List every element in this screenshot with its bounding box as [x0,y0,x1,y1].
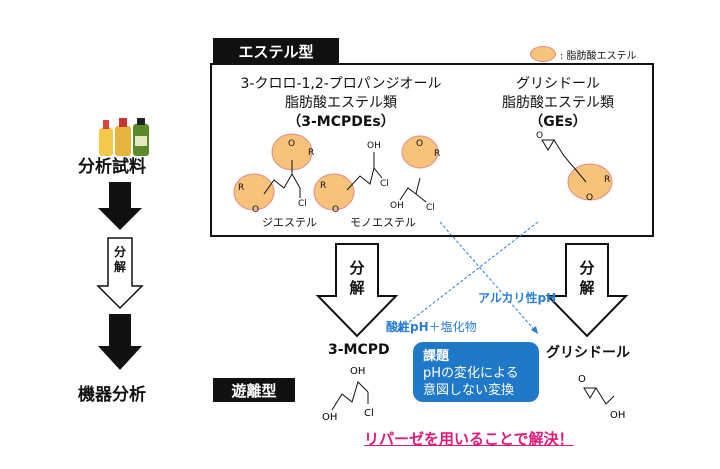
arrow-shaft [109,314,131,348]
alkali-label: アルカリ性pH [478,291,557,305]
free-type-tag: 遊離型 [213,378,295,402]
atom-label: O [536,131,543,141]
diester-backbone [263,172,301,195]
ge-title: グリシドール 脂肪酸エステル類 （GEs） [478,75,638,132]
alkali-conversion-line [395,221,539,333]
legend: : 脂肪酸エステル [530,44,680,64]
arrow-head [396,325,404,332]
decomp-arrow-outline [96,237,144,310]
atom-label: O [252,205,259,215]
ester-highlight [401,135,439,169]
glycidol-label: グリシドール [546,345,630,361]
acid-label: 酸性pH＋塩化物 [386,318,477,335]
atom-label: Cl [426,203,435,213]
decomp-left-label: 分 解 [349,259,365,297]
atom-label: OH [350,366,365,377]
solution-text: リパーゼを用いることで解決！ [364,430,574,448]
ester-highlight [313,173,355,211]
mcpde-title: 3-クロロ-1,2-プロパンジオール 脂肪酸エステル類 （3-MCPDEs） [216,75,466,132]
mcpde-line1: 3-クロロ-1,2-プロパンジオール [240,76,442,92]
atom-label: R [604,175,610,185]
bottle-icons [95,118,155,158]
ester-highlight [233,173,275,211]
arrow-shaft [109,182,131,210]
atom-label: Cl [364,408,374,419]
legend-swatch [530,46,556,62]
ge-line2: 脂肪酸エステル類 [502,95,614,111]
ge-backbone [553,139,587,183]
atom-label: R [308,148,314,158]
monoester-label: モノエステル [350,216,416,229]
atom-label: OH [322,412,337,423]
atom-label: OH [367,141,381,151]
atom-label: R [238,183,244,193]
arrow-head [98,346,142,370]
atom-label: OH [610,410,625,421]
decomp-arrow-right [545,243,629,338]
monoester2-backbone [399,177,421,201]
diester-label: ジエステル [262,216,317,229]
mcpde-line3: （3-MCPDEs） [287,114,395,130]
atom-label: O [416,139,423,149]
decomp-right-label: 分 解 [579,259,595,297]
mcpd-structure: OH OH Cl [322,366,374,423]
mcpd-label: 3-MCPD [328,342,390,358]
legend-text: : 脂肪酸エステル [560,50,637,62]
atom-label: O [332,205,339,215]
analysis-label: 機器分析 [78,385,146,405]
issue-line2: 意図しない変換 [423,383,515,398]
ester-structures: O R R O Cl OH R O Cl O R OH Cl O R O [233,131,613,215]
atom-label: O [288,139,295,149]
monoester-backbone [346,166,383,191]
ge-line1: グリシドール [516,76,600,92]
arrow-head [531,326,538,334]
arrow-head [98,208,142,230]
acid-label-bold: 酸性pH [386,320,429,334]
atom-label: O [586,193,593,203]
atom-label: Cl [298,199,307,209]
atom-label: Cl [380,179,389,189]
issue-title: 課題 [423,349,450,364]
issue-callout: 課題 pHの変化による 意図しない変換 [413,342,539,402]
mcpde-line2: 脂肪酸エステル類 [285,95,397,111]
atom-label: R [320,181,326,191]
epoxide-ring [541,139,555,151]
ge-line3: （GEs） [529,114,587,130]
atom-label: OH [390,201,404,211]
glycidol-structure: O OH [578,374,625,421]
issue-line1: pHの変化による [423,366,519,381]
oil-bottles-icon [99,118,149,156]
ester-type-tag: エステル型 [213,38,339,64]
atom-label: O [578,374,586,385]
acid-label-rest: ＋塩化物 [428,320,477,334]
sample-label: 分析試料 [78,157,146,177]
left-flow-arrows [96,182,144,370]
left-decomp-label: 分 解 [113,245,126,274]
atom-label: R [434,149,440,159]
decomp-arrow-left [315,243,399,338]
